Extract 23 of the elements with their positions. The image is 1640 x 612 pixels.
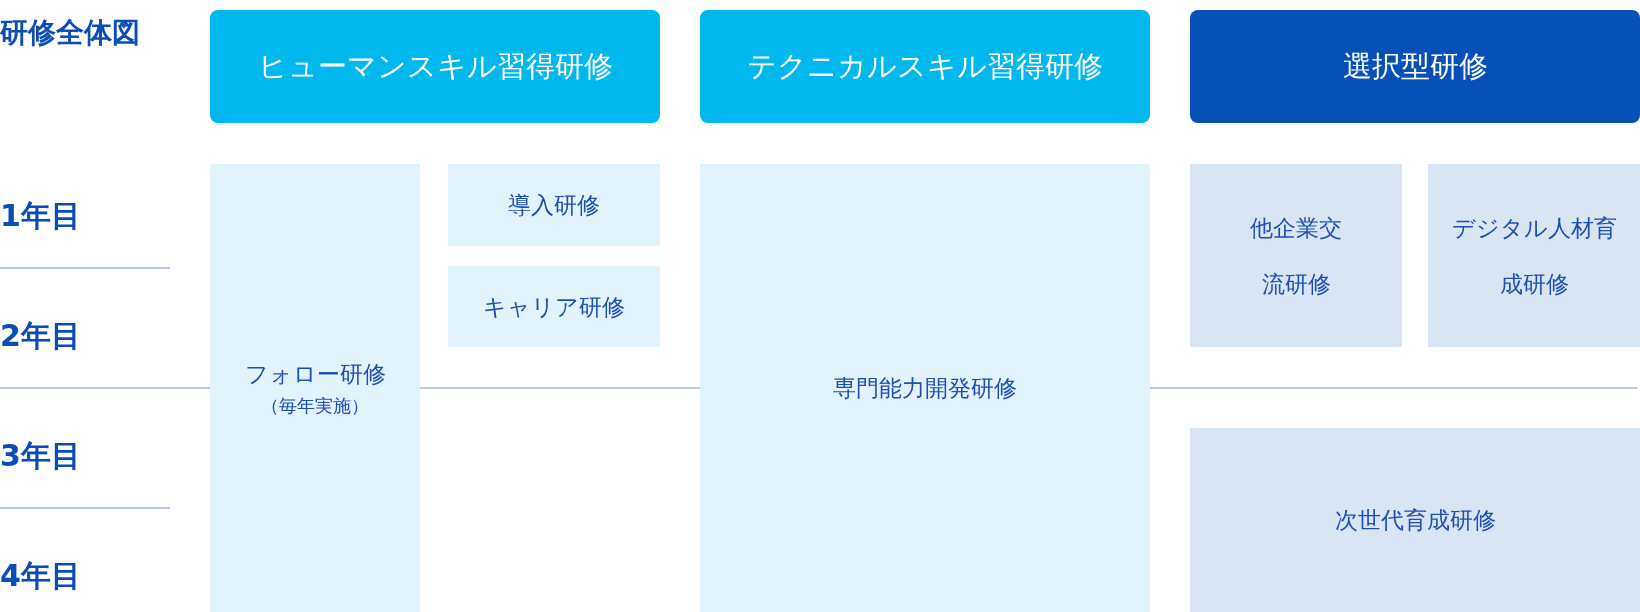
- category-header: 選択型研修: [1190, 10, 1640, 123]
- training-name: 他企業交流研修: [1249, 213, 1343, 299]
- training-panel: [1190, 428, 1640, 612]
- year-label: 3年目: [0, 437, 81, 475]
- training-panel: [1428, 164, 1640, 347]
- diagram-title: 研修全体図: [0, 15, 140, 51]
- training-note: （毎年実施）: [261, 394, 369, 418]
- training-name: デジタル人材育成研修: [1450, 213, 1618, 299]
- training-name: フォロー研修: [244, 360, 386, 389]
- training-panel: [448, 266, 660, 347]
- training-panel: [1190, 164, 1402, 347]
- training-name: 導入研修: [508, 191, 600, 220]
- year-label: 2年目: [0, 317, 81, 355]
- training-panel: [210, 164, 420, 612]
- year-label: 4年目: [0, 557, 81, 595]
- training-name: 次世代育成研修: [1334, 506, 1496, 535]
- training-name: キャリア研修: [483, 292, 625, 322]
- training-panel: [448, 164, 660, 246]
- year-label: 1年目: [0, 197, 81, 235]
- category-header: ヒューマンスキル習得研修: [210, 10, 660, 123]
- training-name: 専門能力開発研修: [833, 374, 1017, 403]
- category-header: テクニカルスキル習得研修: [700, 10, 1150, 123]
- training-panel: [700, 164, 1150, 612]
